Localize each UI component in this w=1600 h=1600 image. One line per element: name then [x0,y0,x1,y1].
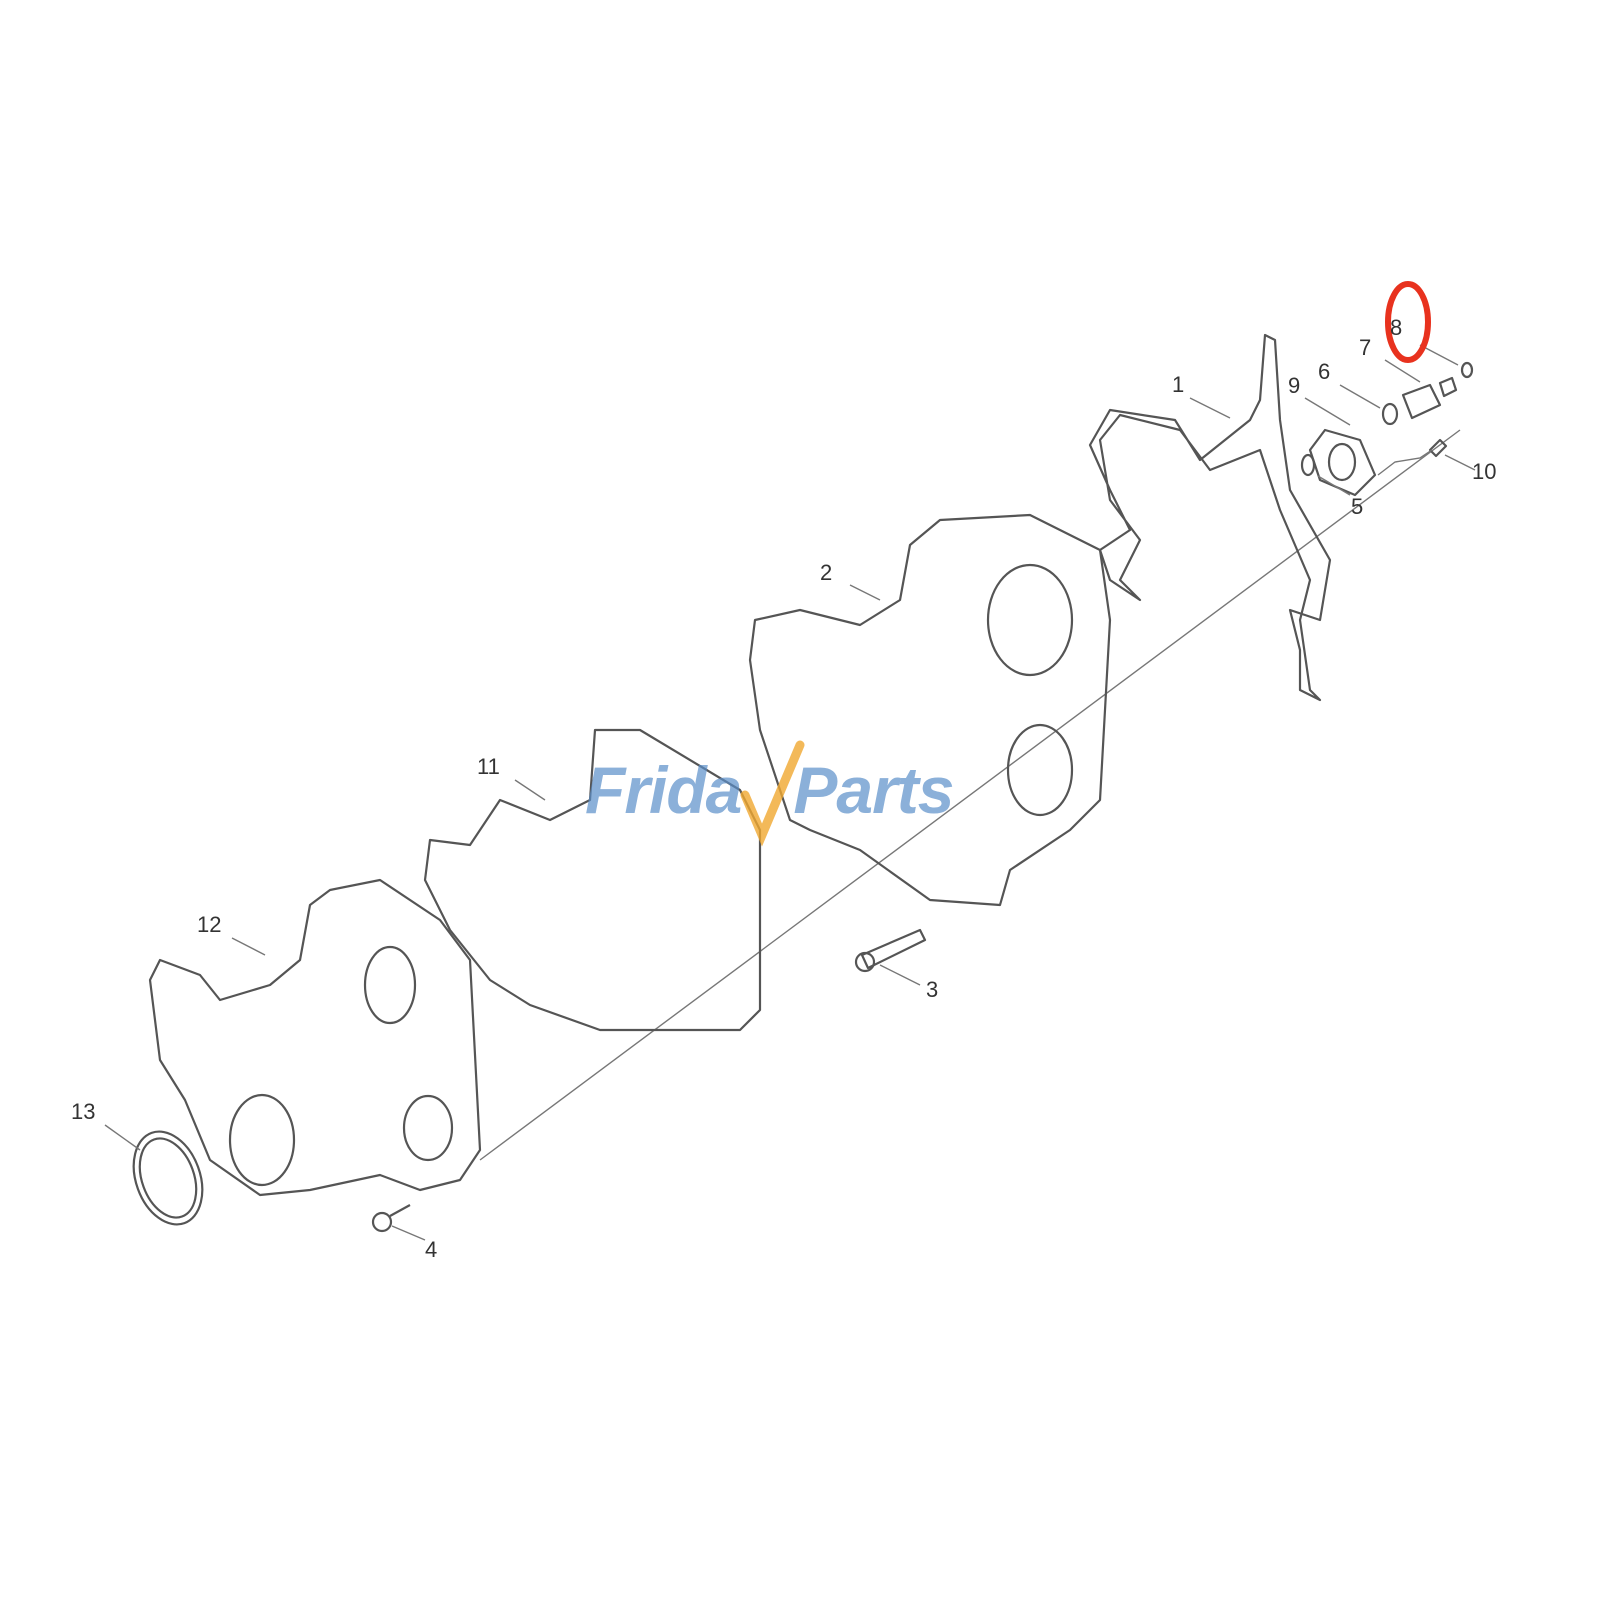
callout-2: 2 [820,560,833,585]
part-12-front-cover [148,878,482,1197]
part-3-bolt [860,928,927,970]
part-1-gasket [1088,333,1332,702]
part-10-screw [1428,438,1448,458]
part-6-o-ring [1381,402,1399,426]
callout-4: 4 [425,1237,438,1262]
callout-9: 9 [1288,373,1301,398]
callout-7: 7 [1359,335,1372,360]
callout-8: 8 [1390,315,1403,340]
part-7-sensor [1401,383,1442,420]
highlight-ring [1385,281,1431,363]
part-9-flange [1308,428,1377,497]
part-13-seal [132,1130,204,1226]
part-8-o-ring [1460,361,1474,379]
callout-13: 13 [71,1099,96,1124]
callout-3: 3 [926,977,939,1002]
callout-10: 10 [1472,459,1497,484]
callout-5: 5 [1351,494,1364,519]
watermark-text-left: Frida [585,753,742,827]
watermark-text-right: Parts [793,753,954,827]
watermark-check-mark [740,740,805,847]
part-5-o-ring [1300,453,1316,477]
callout-6: 6 [1318,359,1331,384]
part-4-bolt [371,1211,393,1233]
callout-11: 11 [477,754,500,779]
callout-12: 12 [197,912,222,937]
part-2-gear-housing [748,513,1112,907]
callout-1: 1 [1172,372,1185,397]
watermark-logo: Frida Parts [585,752,954,828]
